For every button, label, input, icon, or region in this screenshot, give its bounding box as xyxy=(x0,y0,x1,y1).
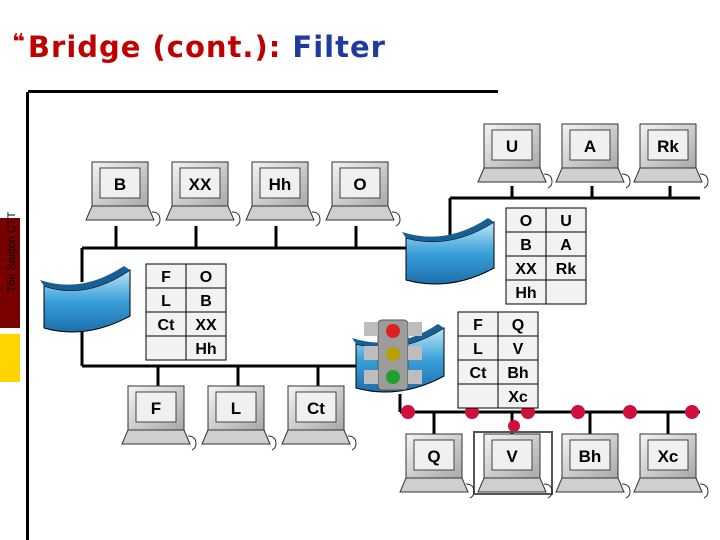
computer-label: Xc xyxy=(658,447,679,466)
computer-label: V xyxy=(506,447,518,466)
table-cell: O xyxy=(520,213,532,230)
table-cell: XX xyxy=(195,317,217,334)
computer-label: XX xyxy=(189,175,212,194)
table-cell: O xyxy=(200,269,212,286)
title-prefix: Bridge (cont.): xyxy=(27,30,282,64)
selected-computer-highlight xyxy=(473,431,553,495)
table-cell: Ct xyxy=(470,365,488,382)
traffic-light-icon xyxy=(364,319,422,391)
computer-label: Rk xyxy=(657,137,679,156)
table-cell: Hh xyxy=(195,341,216,358)
computer-l: L xyxy=(201,385,277,451)
bridge-left xyxy=(40,266,131,333)
bridge-upper-right xyxy=(402,218,495,285)
computer-a: A xyxy=(555,123,631,189)
table-cell: L xyxy=(473,341,483,358)
computer-label: Ct xyxy=(307,399,325,418)
sidebar-red-bar xyxy=(0,218,20,328)
computer-label: U xyxy=(506,137,518,156)
table-cell: F xyxy=(473,317,483,334)
table-cell: Bh xyxy=(507,365,528,382)
computer-bh: Bh xyxy=(555,433,631,499)
computer-q: Q xyxy=(399,433,475,499)
computer-label: Bh xyxy=(579,447,602,466)
page-title: ❝Bridge (cont.): Filter xyxy=(12,30,386,64)
title-suffix: Filter xyxy=(292,30,386,64)
table-cell: U xyxy=(560,213,572,230)
computer-u: U xyxy=(477,123,553,189)
computer-v: V xyxy=(477,433,553,499)
table-cell: B xyxy=(200,293,212,310)
table-cell: A xyxy=(560,237,572,254)
computer-label: B xyxy=(114,175,126,194)
computer-f: F xyxy=(121,385,197,451)
table-cell: L xyxy=(161,293,171,310)
computer-label: F xyxy=(151,399,161,418)
table-cell: Xc xyxy=(508,389,528,406)
computer-rk: Rk xyxy=(633,123,709,189)
computer-label: O xyxy=(353,175,366,194)
table-cell: XX xyxy=(515,261,537,278)
table-cell: Rk xyxy=(556,261,577,278)
computer-label: L xyxy=(231,399,241,418)
bullet-icon: ❝ xyxy=(12,30,26,55)
sidebar-yellow-bar xyxy=(0,334,20,382)
table-cell: F xyxy=(161,269,171,286)
computer-label: A xyxy=(584,137,596,156)
title-rule xyxy=(28,90,498,93)
table-cell: B xyxy=(520,237,532,254)
table-cell: Ct xyxy=(158,317,176,334)
computer-o: O xyxy=(325,161,401,227)
computer-xx: XX xyxy=(165,161,241,227)
table-cell: V xyxy=(513,341,524,358)
computer-label: Hh xyxy=(269,175,292,194)
computer-label: Q xyxy=(427,447,440,466)
computer-ct: Ct xyxy=(281,385,357,451)
computer-b: B xyxy=(85,161,161,227)
table-cell: Hh xyxy=(515,285,536,302)
computer-hh: Hh xyxy=(245,161,321,227)
filter-table-left: F O L B Ct XX Hh xyxy=(145,263,227,361)
bus-nodes xyxy=(401,405,699,432)
computer-xc: Xc xyxy=(633,433,709,499)
table-cell: Q xyxy=(512,317,524,334)
sidebar-divider xyxy=(26,92,29,540)
sidebar: The Saigon CTT xyxy=(0,0,28,540)
